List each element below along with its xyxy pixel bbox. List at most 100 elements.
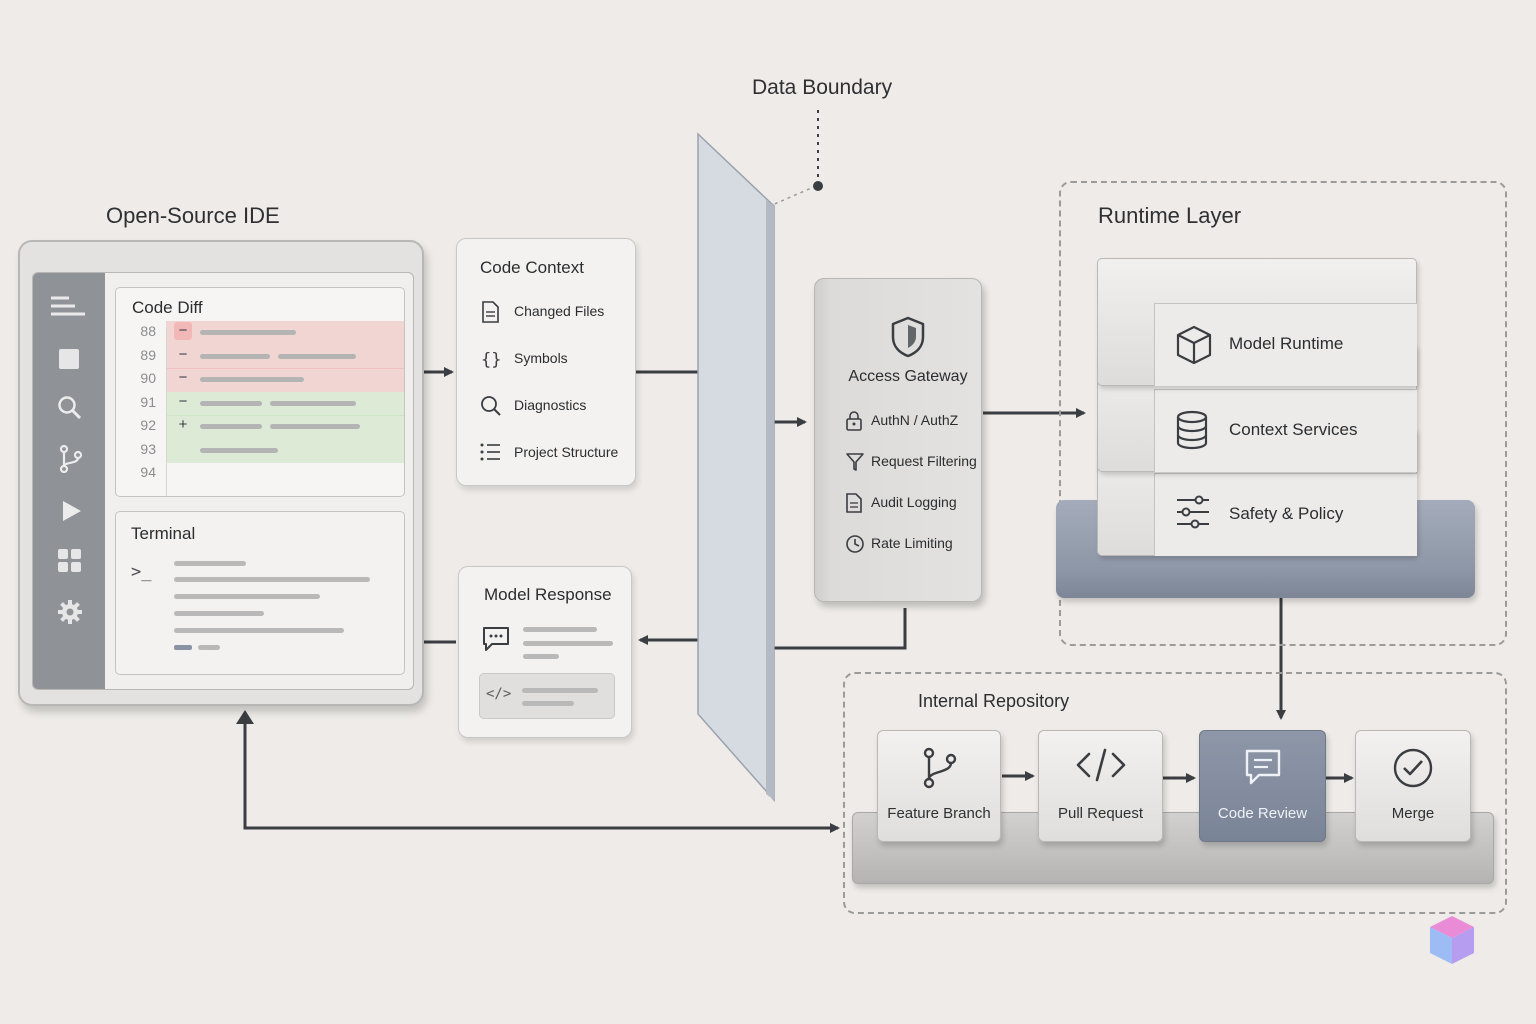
runtime-layer-box: Model Runtime: [1097, 258, 1417, 386]
chat-bubble-icon: [481, 625, 511, 658]
code-diff-title: Code Diff: [132, 298, 203, 317]
repo-step-label: Code Review: [1217, 805, 1308, 822]
model-response-card: Model Response </>: [458, 566, 632, 738]
snippet-line: [522, 688, 598, 693]
code-context-item: Project Structure: [514, 444, 619, 460]
code-context-item: Changed Files: [514, 303, 605, 319]
repo-title: Internal Repository: [918, 691, 1070, 711]
code-icon: </>: [486, 686, 512, 702]
repo-step-merge[interactable]: Merge: [1355, 730, 1471, 842]
terminal-title: Terminal: [131, 524, 196, 543]
file-icon: [480, 301, 502, 323]
code-context-item: Symbols: [514, 350, 568, 366]
comment-icon: [1200, 747, 1325, 791]
terminal-line: [174, 561, 246, 566]
line-number: 94: [140, 464, 156, 480]
runtime-layer-box: Safety & Policy: [1097, 428, 1417, 556]
diff-mark: −: [178, 369, 188, 386]
check-circle-icon: [1356, 747, 1470, 791]
gateway-item: Audit Logging: [871, 494, 957, 510]
runtime-layer-label: Safety & Policy: [1229, 504, 1344, 523]
repo-step-code-review[interactable]: Code Review: [1199, 730, 1326, 842]
diff-mark: −: [178, 345, 188, 363]
gateway-item: AuthN / AuthZ: [871, 412, 959, 428]
svg-text:{}: {}: [481, 350, 501, 370]
runtime-layer-face: Context Services: [1154, 389, 1417, 472]
document-icon: [845, 493, 865, 513]
data-boundary-plane: [697, 132, 775, 802]
code-line: [200, 447, 278, 453]
code-line: [200, 377, 304, 382]
gateway-item: Request Filtering: [871, 453, 977, 469]
line-number: 92: [140, 417, 156, 433]
branch-icon[interactable]: [59, 444, 83, 478]
code-line: [278, 353, 356, 359]
sliders-icon: [1175, 494, 1215, 536]
code-line: [200, 353, 270, 359]
search-icon: [480, 395, 502, 417]
snippet-line: [522, 701, 574, 706]
extensions-icon[interactable]: [58, 549, 82, 573]
code-context-item: Diagnostics: [514, 397, 587, 413]
line-number: 90: [140, 370, 156, 386]
code-icon: [1039, 747, 1162, 791]
terminal-line: [198, 645, 220, 650]
cube-icon: [1175, 324, 1215, 366]
runtime-layer-region: [1059, 181, 1507, 646]
runtime-layer-label: Model Runtime: [1229, 334, 1344, 353]
terminal-line: [174, 628, 344, 633]
runtime-title: Runtime Layer: [1098, 203, 1242, 228]
line-number: 91: [140, 393, 156, 410]
square-icon[interactable]: [59, 349, 79, 369]
code-line: [270, 400, 356, 406]
braces-icon: {}: [480, 348, 502, 370]
gateway-title: Access Gateway: [848, 368, 968, 385]
boundary-label: Data Boundary: [752, 76, 893, 99]
access-gateway-card: Access Gateway AuthN / AuthZ Request Filt…: [814, 278, 982, 602]
line-number: 89: [140, 346, 156, 363]
clock-icon: [845, 534, 865, 554]
terminal-cursor: [174, 645, 192, 650]
runtime-layer-face: Model Runtime: [1154, 303, 1417, 386]
gateway-item: Rate Limiting: [871, 535, 953, 551]
diff-mark: −: [178, 392, 188, 410]
repo-step-label: Feature Branch: [887, 805, 991, 822]
line-number: 93: [140, 440, 156, 457]
terminal-line: [174, 611, 264, 616]
diff-mark: +: [178, 416, 188, 433]
run-icon[interactable]: [61, 499, 83, 528]
search-icon[interactable]: [57, 395, 83, 426]
response-line: [523, 627, 597, 632]
filter-icon: [845, 452, 865, 472]
shield-icon: [889, 315, 927, 364]
repo-step-feature-branch[interactable]: Feature Branch: [877, 730, 1001, 842]
terminal-prompt-icon: >_: [131, 562, 152, 582]
response-line: [523, 654, 559, 659]
repo-step-pull-request[interactable]: Pull Request: [1038, 730, 1163, 842]
code-line: [270, 424, 360, 429]
model-response-title: Model Response: [484, 585, 612, 604]
branch-icon: [878, 747, 1000, 791]
diff-mark: −: [174, 322, 192, 340]
code-line: [200, 330, 296, 335]
ide-sidebar: [33, 273, 105, 689]
repo-step-label: Pull Request: [1057, 805, 1144, 822]
code-snippet: </>: [479, 673, 615, 719]
internal-repo-region: [843, 672, 1507, 914]
gutter-divider: [166, 328, 167, 496]
terminal-panel[interactable]: Terminal >_: [115, 511, 405, 675]
code-context-title: Code Context: [480, 258, 584, 277]
gear-icon[interactable]: [57, 599, 83, 630]
list-icon: [480, 442, 502, 464]
runtime-layer-label: Context Services: [1229, 420, 1358, 439]
terminal-line: [174, 594, 320, 599]
lock-icon: [845, 411, 865, 431]
explorer-icon[interactable]: [49, 295, 87, 323]
cube-logo-icon: [1430, 916, 1474, 964]
repo-step-label: Merge: [1391, 805, 1435, 822]
code-line: [200, 400, 262, 406]
